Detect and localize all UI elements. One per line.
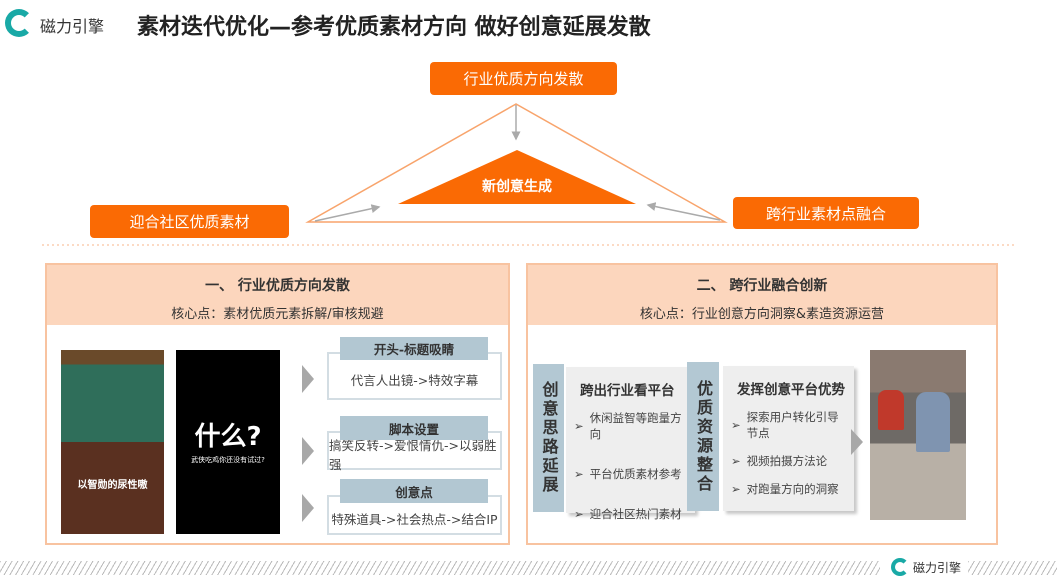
arrow-bullet-icon: ➢ [731, 418, 741, 432]
center-label: 新创意生成 [482, 179, 552, 195]
inner-triangle [398, 150, 636, 204]
thumbnail-caption: 以智勋的尿性嗷 [77, 480, 148, 491]
black-video-thumbnail: 什么? 武侠吃鸡你还没有试过? [176, 350, 280, 534]
brand-logo-icon [5, 9, 33, 37]
arrow-bullet-icon: ➢ [731, 482, 741, 496]
footer-hatch [968, 561, 1057, 575]
list-item-text: 探索用户转化引导节点 [746, 410, 839, 440]
list-item: ➢ 探索用户转化引导节点 [731, 409, 846, 441]
arrow-bullet-icon: ➢ [574, 467, 584, 481]
list-item: ➢ 平台优质素材参考 [574, 466, 687, 482]
right-panel-subtitle: 核心点：行业创意方向洞察&素造资源运营 [639, 307, 885, 322]
right-panel-header: 二、 跨行业融合创新 核心点：行业创意方向洞察&素造资源运营 [528, 265, 996, 325]
arrow-right [646, 202, 721, 221]
footer-hatch [0, 561, 880, 575]
left-panel-title: 一、 行业优质方向发散 [205, 278, 350, 294]
list-item-text: 对跑量方向的洞察 [746, 482, 839, 496]
list-item-text: 休闲益智等跑量方向 [589, 411, 682, 441]
left-panel-header: 一、 行业优质方向发散 核心点：素材优质元素拆解/审核规避 [47, 265, 508, 325]
photo-thumbnail [870, 350, 966, 520]
band-resource-integration: 优质资源整合 [687, 362, 719, 511]
list-item: ➢ 对跑量方向的洞察 [731, 481, 846, 497]
brand-name: 磁力引擎 [40, 17, 105, 36]
chevron-right-icon [302, 437, 314, 465]
right-panel-title: 二、 跨行业融合创新 [696, 278, 828, 294]
left-panel-subtitle: 核心点：素材优质元素拆解/审核规避 [171, 307, 384, 322]
item-tab: 创意点 [340, 479, 488, 503]
photo-person [916, 392, 950, 452]
list-item: ➢ 休闲益智等跑量方向 [574, 410, 687, 442]
list-item-text: 平台优质素材参考 [589, 467, 682, 481]
list-item: ➢ 迎合社区热门素材 [574, 506, 687, 522]
footer-brand: 磁力引擎 [913, 561, 962, 575]
outer-triangle [305, 103, 728, 223]
block-heading: 发挥创意平台优势 [737, 382, 845, 398]
cross-industry-block: 跨出行业看平台 ➢ 休闲益智等跑量方向 ➢ 平台优质素材参考 ➢ 迎合社区热门素材 [566, 367, 695, 521]
arrow-bullet-icon: ➢ [574, 419, 584, 433]
arrow-left [314, 204, 381, 222]
arrow-bullet-icon: ➢ [731, 454, 741, 468]
footer-logo-icon [891, 558, 909, 576]
triangle-right-icon [851, 429, 863, 455]
list-item: ➢ 视频拍摄方法论 [731, 453, 846, 469]
arrow-bullet-icon: ➢ [574, 507, 584, 521]
chevron-right-icon [302, 365, 314, 393]
block-heading: 跨出行业看平台 [580, 383, 675, 399]
list-item-text: 视频拍摄方法论 [746, 454, 828, 468]
photo-person [878, 390, 904, 430]
page-title: 素材迭代优化—参考优质素材方向 做好创意延展发散 [137, 15, 651, 40]
thumbnail-big-text: 什么? [194, 422, 262, 452]
right-box: 跨行业素材点融合 [733, 197, 919, 229]
left-box: 迎合社区优质素材 [90, 205, 289, 238]
platform-advantage-block: 发挥创意平台优势 ➢ 探索用户转化引导节点 ➢ 视频拍摄方法论 ➢ 对跑量方向的洞察 [723, 366, 854, 511]
thumbnail-small-text: 武侠吃鸡你还没有试过? [191, 456, 265, 464]
item-tab: 脚本设置 [340, 416, 488, 440]
band-creative-extension: 创意思路延展 [533, 364, 564, 512]
game-video-thumbnail: 以智勋的尿性嗷 [61, 350, 164, 534]
item-box: 代言人出镜->特效字幕 [327, 352, 502, 400]
item-tab: 开头-标题吸睛 [340, 337, 488, 360]
chevron-right-icon [302, 494, 314, 522]
triangle-diagram [42, 103, 1014, 246]
top-box: 行业优质方向发散 [430, 62, 617, 95]
list-item-text: 迎合社区热门素材 [589, 507, 682, 521]
